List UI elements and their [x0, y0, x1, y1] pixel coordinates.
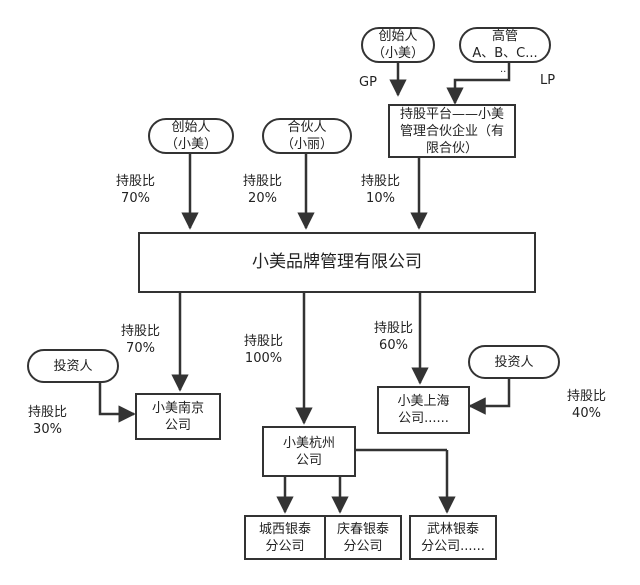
investor-left-arrow	[98, 382, 136, 423]
partner-node: 合伙人 （小丽）	[262, 118, 352, 154]
holding-platform-node: 持股平台——小美 管理合伙企业（有 限合伙）	[388, 104, 516, 158]
lp-label: LP	[540, 73, 556, 88]
investor-right-node: 投资人	[468, 345, 560, 379]
founder-top-node: 创始人 （小美）	[361, 27, 435, 63]
stake-investor-left-label: 持股比 30%	[28, 405, 68, 437]
investor-left-node: 投资人	[27, 349, 119, 383]
nanjing-company-node: 小美南京 公司	[135, 393, 221, 440]
stake-investor-right-label: 持股比 40%	[567, 389, 607, 421]
main-company-node: 小美品牌管理有限公司	[138, 232, 536, 293]
chengxi-branch-node: 城西银泰 分公司	[244, 515, 326, 560]
stake-hangzhou-label: 持股比 100%	[244, 334, 284, 366]
investor-right-arrow	[468, 379, 511, 415]
hangzhou-company-node: 小美杭州 公司	[262, 426, 356, 477]
stake-platform-label: 持股比 10%	[361, 174, 401, 206]
founder-node: 创始人 （小美）	[148, 118, 234, 154]
stake-founder-label: 持股比 70%	[116, 174, 156, 206]
stake-partner-label: 持股比 20%	[243, 174, 283, 206]
dots-label: ··	[500, 67, 507, 78]
executives-node: 高管 A、B、C...	[459, 27, 551, 63]
stake-shanghai-label: 持股比 60%	[374, 321, 414, 353]
wulin-branch-node: 武林银泰 分公司......	[409, 515, 497, 560]
qingchun-branch-node: 庆春银泰 分公司	[324, 515, 402, 560]
lp-arrow	[446, 62, 511, 105]
shanghai-company-node: 小美上海 公司......	[377, 386, 470, 434]
gp-label: GP	[359, 75, 377, 90]
stake-nanjing-label: 持股比 70%	[121, 324, 161, 356]
